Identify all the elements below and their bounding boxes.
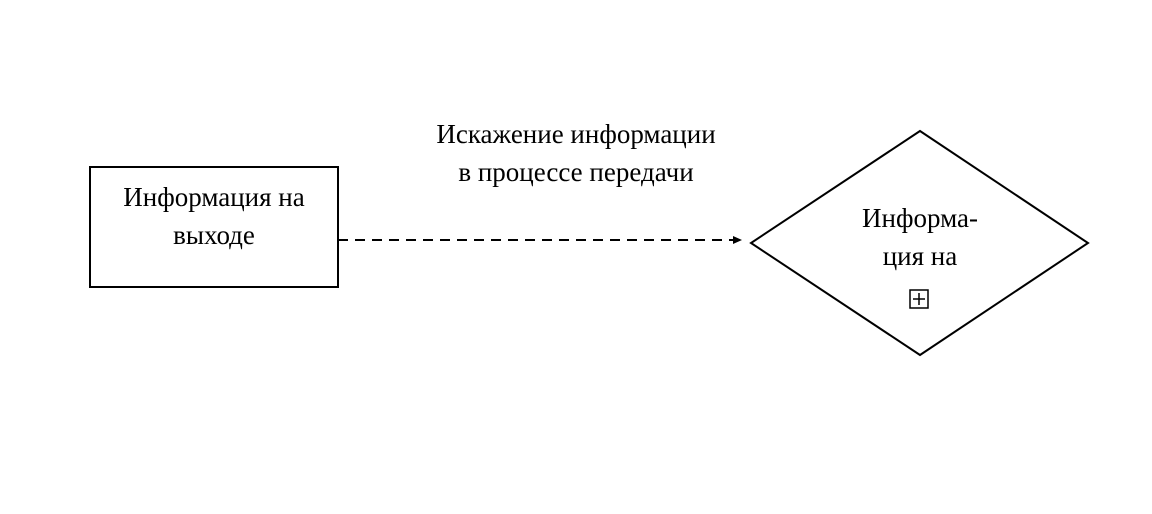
edge-label-line2: в процессе передачи bbox=[458, 157, 694, 187]
input-diamond[interactable] bbox=[749, 129, 1090, 357]
expand-plus-icon[interactable] bbox=[909, 289, 929, 309]
output-box-label-line1: Информация на bbox=[123, 182, 305, 212]
diamond-label-line1: Информа- bbox=[862, 203, 978, 233]
edge-label-line1: Искажение информации bbox=[436, 119, 716, 149]
output-box[interactable] bbox=[89, 166, 339, 288]
edge-label: Искажение информации в процессе передачи bbox=[376, 115, 776, 191]
output-box-label-line2: выходе bbox=[173, 220, 255, 250]
diamond-label: Информа- ция на bbox=[820, 199, 1020, 275]
output-box-label: Информация на выходе bbox=[90, 178, 338, 254]
diamond-label-line2: ция на bbox=[882, 241, 958, 271]
